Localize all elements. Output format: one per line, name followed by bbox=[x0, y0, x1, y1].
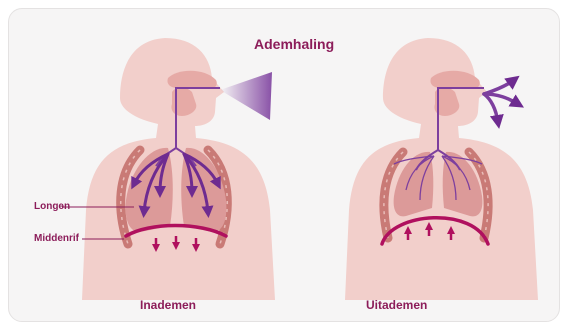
inhale-air-wedge bbox=[220, 72, 272, 120]
exhale-arrow bbox=[484, 94, 498, 122]
exhale-air-arrows bbox=[484, 80, 518, 122]
exhale-arrow bbox=[484, 80, 514, 94]
exhale-figure bbox=[345, 38, 538, 300]
diaphragm-label: Middenrif bbox=[34, 233, 79, 244]
diagram-title: Ademhaling bbox=[254, 36, 334, 52]
inhale-caption: Inademen bbox=[140, 298, 196, 312]
inhale-figure bbox=[62, 38, 275, 300]
lungs-label: Longen bbox=[34, 201, 70, 212]
exhale-caption: Uitademen bbox=[366, 298, 427, 312]
